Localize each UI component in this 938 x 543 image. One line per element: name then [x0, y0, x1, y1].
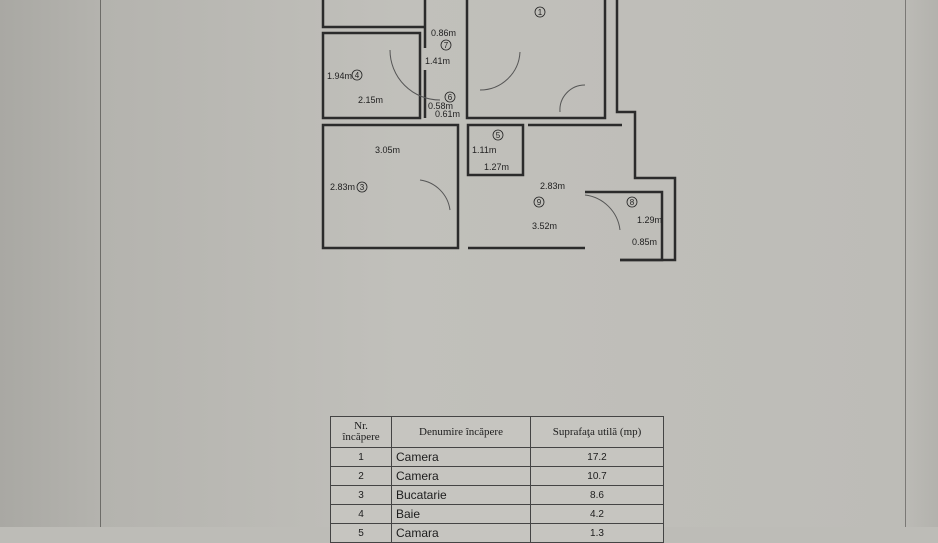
room-number-8: 8	[630, 198, 635, 207]
walls	[321, 0, 677, 262]
table-header: Nr. încăpere Denumire încăpere Suprafaţa…	[330, 416, 664, 448]
dim-3-height: 2.83m	[330, 182, 355, 192]
room-number-5: 5	[496, 131, 501, 140]
cell-nr: 4	[330, 504, 392, 524]
door-swings	[389, 49, 621, 231]
room-number-4: 4	[355, 71, 360, 80]
dim-6-a: 0.58m	[428, 101, 453, 111]
cell-name: Camera	[391, 466, 531, 486]
dim-5-a: 1.11m	[472, 145, 496, 155]
room-number-3: 3	[360, 183, 365, 192]
header-nr: Nr. încăpere	[330, 416, 392, 448]
cell-area: 1.3	[530, 523, 664, 543]
cell-name: Baie	[391, 504, 531, 524]
dim-9-a: 2.83m	[540, 181, 565, 191]
cell-name: Bucatarie	[391, 485, 531, 505]
cell-area: 8.6	[530, 485, 664, 505]
dim-4-height: 1.94m	[327, 71, 352, 81]
cell-name: Camera	[391, 447, 531, 467]
cell-nr: 1	[330, 447, 392, 467]
cell-area: 4.2	[530, 504, 664, 524]
room-number-7: 7	[444, 41, 449, 50]
cell-nr: 3	[330, 485, 392, 505]
dim-3-width: 3.05m	[375, 145, 400, 155]
dim-8-b: 0.85m	[632, 237, 657, 247]
room-number-6: 6	[448, 93, 453, 102]
dim-4-width: 2.15m	[358, 95, 383, 105]
dim-7-b: 1.41m	[425, 56, 450, 66]
dim-5-b: 1.27m	[484, 162, 509, 172]
frame-border-left	[100, 0, 101, 527]
frame-border-right	[905, 0, 906, 527]
floor-plan: 1 3 3.05m 2.83m 4 1.94m 2.15m 5 1.11m 1.…	[321, 0, 677, 262]
room-number-1: 1	[538, 8, 543, 17]
dim-9-b: 3.52m	[532, 221, 557, 231]
rooms-table: Nr. încăpere Denumire încăpere Suprafaţa…	[330, 416, 664, 543]
cell-nr: 2	[330, 466, 392, 486]
cell-name: Camara	[391, 523, 531, 543]
cell-area: 10.7	[530, 466, 664, 486]
room-number-9: 9	[537, 198, 542, 207]
room-labels: 1 3 3.05m 2.83m 4 1.94m 2.15m 5 1.11m 1.…	[327, 6, 662, 247]
dim-8-a: 1.29m	[637, 215, 662, 225]
header-area: Suprafaţa utilă (mp)	[530, 416, 664, 448]
cell-nr: 5	[330, 523, 392, 543]
cell-area: 17.2	[530, 447, 664, 467]
dim-6-b: 0.61m	[435, 109, 460, 119]
header-name: Denumire încăpere	[391, 416, 531, 448]
dim-7-a: 0.86m	[431, 28, 456, 38]
